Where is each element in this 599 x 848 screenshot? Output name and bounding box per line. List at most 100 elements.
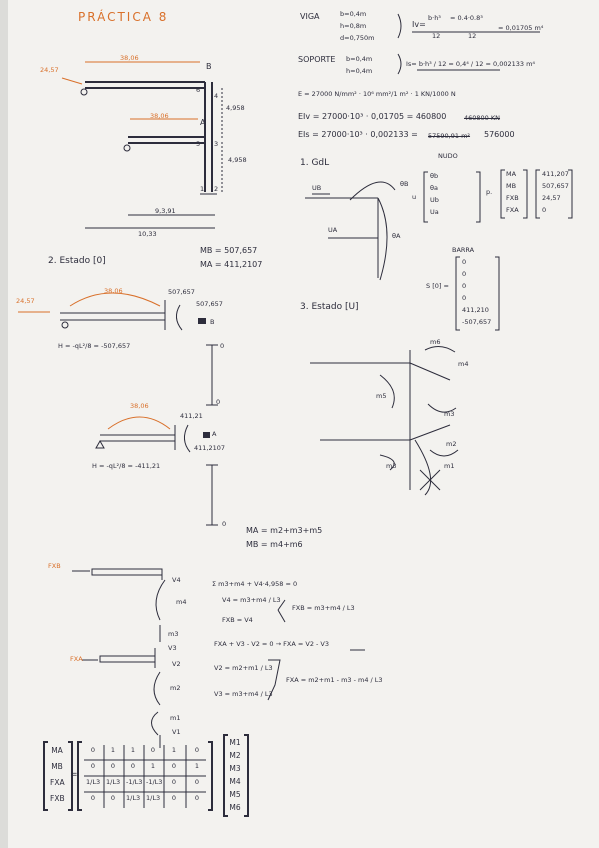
matrix-cell: 1 bbox=[130, 746, 136, 754]
matrix-brackets bbox=[43, 734, 249, 817]
matrix-cell: 0 bbox=[90, 746, 96, 754]
estado0-ma: MA = 411,2107 bbox=[200, 260, 263, 269]
matrix-cell: -1/L3 bbox=[146, 778, 163, 786]
matrix-cell: 0 bbox=[90, 762, 96, 770]
shear-m2: m2 bbox=[170, 684, 181, 692]
vec-u-1: θa bbox=[430, 184, 438, 192]
matrix-cell: 1 bbox=[194, 762, 200, 770]
iv-result: = 0,01705 m⁴ bbox=[498, 24, 544, 32]
ub-label: UB bbox=[312, 184, 322, 192]
member-2: 2 bbox=[214, 185, 219, 193]
estado0-load-q2: 38,06 bbox=[130, 402, 149, 410]
matrix-rhs-0: M1 bbox=[229, 738, 241, 747]
viga-b: b=0,4m bbox=[340, 10, 367, 18]
matrix-cell: 1 bbox=[171, 746, 177, 754]
matrix-rhs-5: M6 bbox=[229, 803, 241, 812]
vec-u-2: Ub bbox=[430, 196, 439, 204]
estado0-beam-b bbox=[18, 292, 206, 331]
matrix-cell: -1/L3 bbox=[126, 778, 143, 786]
estado0-load-left: 24,57 bbox=[16, 297, 35, 305]
matrix-cell: 1 bbox=[110, 746, 116, 754]
eq-1: Σ m3+m4 + V4·4,958 = 0 bbox=[212, 580, 298, 588]
matrix-rhs-1: M2 bbox=[229, 751, 241, 760]
e-line: E = 27000 N/mm² · 10⁶ mm²/1 m² · 1 KN/10… bbox=[298, 90, 456, 98]
shear-v2: V2 bbox=[172, 660, 181, 668]
estado-u-m4-top: m4 bbox=[458, 360, 469, 368]
matrix-cell: 1/L3 bbox=[126, 794, 141, 802]
matrix-cell: 0 bbox=[171, 794, 177, 802]
frame-beam-top: 38,06 bbox=[120, 54, 139, 62]
estado-u-m3b: m3 bbox=[386, 462, 397, 470]
member-1: 1 bbox=[200, 185, 205, 193]
eiv-strike: 460800 KN bbox=[464, 114, 501, 122]
gdl-drawing bbox=[305, 181, 396, 281]
frame-h-bot: 4,958 bbox=[228, 156, 247, 164]
matrix-lhs-1: MB bbox=[51, 762, 63, 771]
eq-3: FXB = V4 bbox=[222, 616, 253, 624]
vec-p-1: MB bbox=[506, 182, 517, 190]
estado-u-m2: m2 bbox=[446, 440, 457, 448]
estado0-beam-a bbox=[95, 416, 210, 453]
vec-p-label: p. bbox=[486, 188, 493, 196]
matrix-cell: 0 bbox=[171, 778, 177, 786]
soporte-label: SOPORTE bbox=[298, 55, 336, 64]
soporte-b: b=0,4m bbox=[346, 55, 373, 63]
s0-1: 0 bbox=[462, 270, 467, 278]
estado-u-mb-eq: MB = m4+m6 bbox=[246, 540, 303, 549]
eq-8: FXA = m2+m1 - m3 - m4 / L3 bbox=[286, 676, 383, 684]
frame-span-inner: 9,3,91 bbox=[155, 207, 176, 215]
member-4: 4 bbox=[214, 92, 219, 100]
estado0-col-zero-top: 0 bbox=[220, 342, 225, 350]
matrix-cell: 0 bbox=[194, 794, 200, 802]
eq-2: V4 = m3+m4 / L3 bbox=[222, 596, 281, 604]
estado-u-ma-eq: MA = m2+m3+m5 bbox=[246, 526, 323, 535]
s0-0: 0 bbox=[462, 258, 467, 266]
props-braces bbox=[397, 13, 540, 75]
vector-brackets bbox=[423, 169, 573, 331]
s0-5: -507,657 bbox=[462, 318, 492, 326]
nudo-label: NUDO bbox=[438, 152, 458, 160]
shear-fxa: FXA bbox=[70, 655, 83, 663]
matrix-lhs-0: MA bbox=[51, 746, 63, 755]
iv-eq-bot: 12 bbox=[468, 32, 477, 40]
estado-u-m6: m6 bbox=[430, 338, 441, 346]
thb-label: θB bbox=[400, 180, 409, 188]
matrix-cell: 1/L3 bbox=[86, 778, 101, 786]
matrix-cell: 0 bbox=[171, 762, 177, 770]
vec-pv-1: 507,657 bbox=[542, 182, 569, 190]
vec-u-3: Ua bbox=[430, 208, 439, 216]
s0-2: 0 bbox=[462, 282, 467, 290]
ua-label: UA bbox=[328, 226, 338, 234]
iv-frac-top: b·h³ bbox=[428, 14, 441, 22]
shear-v3: V3 bbox=[168, 644, 177, 652]
iv-lhs: Iv= bbox=[412, 20, 426, 29]
matrix-cell: 0 bbox=[150, 746, 156, 754]
vec-p-0: MA bbox=[506, 170, 517, 178]
member-6: 6 bbox=[196, 86, 201, 94]
matrix-cell: 0 bbox=[110, 794, 116, 802]
frame-h-top: 4,958 bbox=[226, 104, 245, 112]
estado0-mb: MB = 507,657 bbox=[200, 246, 258, 255]
gdl-title: 1. GdL bbox=[300, 158, 330, 168]
iv-eq: = 0.4·0.8³ bbox=[450, 14, 483, 22]
matrix-rhs-4: M5 bbox=[229, 790, 241, 799]
eis-result: 576000 bbox=[484, 130, 515, 139]
vec-pv-3: 0 bbox=[542, 206, 547, 214]
soporte-h: h=0,4m bbox=[346, 67, 373, 75]
vec-u-label: u bbox=[412, 193, 417, 201]
frame-node-a: A bbox=[200, 118, 206, 127]
frame-beam-mid: 38,06 bbox=[150, 112, 169, 120]
estado-u-title: 3. Estado [U] bbox=[300, 302, 359, 312]
paper-sheet bbox=[8, 0, 599, 848]
member-3: 3 bbox=[214, 140, 219, 148]
estado0-moment-b2: 507,657 bbox=[196, 300, 223, 308]
estado-u-m3: m3 bbox=[444, 410, 455, 418]
eis-strike: 57590,91 m² bbox=[428, 132, 471, 140]
estado0-moment-a2: 411,2107 bbox=[194, 444, 226, 452]
viga-h: h=0,8m bbox=[340, 22, 367, 30]
vec-p-2: FXB bbox=[506, 194, 519, 202]
iv-frac-bot: 12 bbox=[432, 32, 441, 40]
viga-label: VIGA bbox=[300, 12, 320, 21]
eis-line: EIs = 27000·10³ · 0,002133 = bbox=[298, 130, 418, 139]
